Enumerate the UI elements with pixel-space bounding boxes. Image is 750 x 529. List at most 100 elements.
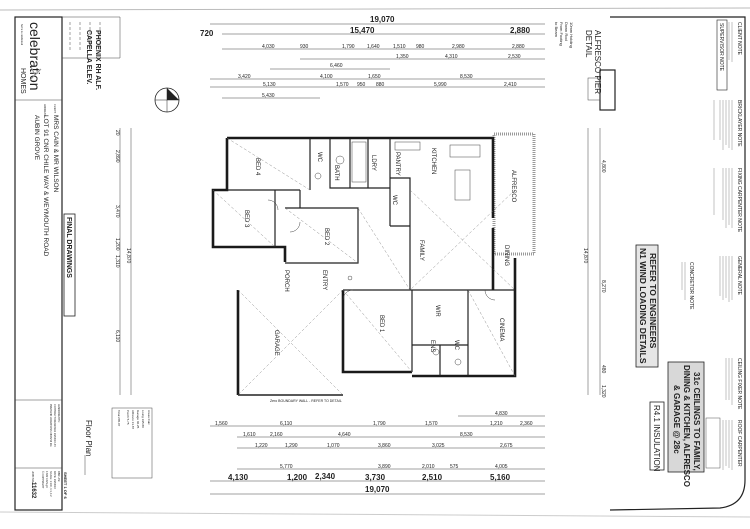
dim-label: 2,880: [512, 44, 525, 50]
dim-label: 5,130: [263, 82, 276, 88]
door-swing: [342, 289, 354, 301]
kitchen-bench: [449, 144, 481, 158]
insulation-label: R4.1 INSULATION: [652, 405, 661, 472]
bricklayer-note-heading: BRICKLAYER NOTE: [736, 100, 742, 147]
pier-detail-title: ALFRESCO PIER: [593, 30, 602, 94]
internal-walls: [227, 138, 515, 376]
dim-label: 6,460: [330, 63, 343, 69]
dim-label: 5,160: [490, 473, 511, 482]
room-family: FAMILY: [418, 240, 424, 261]
ensuite-toilet-icon: [454, 358, 462, 366]
top-left: 720: [200, 29, 214, 38]
notes-panel: CLIENT NOTE BRICKLAYER NOTE FIXING CARPE…: [554, 16, 746, 511]
dim-label: 8,270: [600, 280, 606, 293]
supervisor-note-box: [716, 19, 728, 91]
dim-label: 575: [450, 464, 459, 470]
logo: celebration: [27, 22, 43, 91]
dim-label: 14,870: [125, 248, 131, 264]
dim-label: 8,530: [460, 74, 473, 80]
amendment-1: CONTRACT DRAWINGS 23/04/13 JN: [53, 404, 56, 447]
dim-label: 1,570: [425, 421, 438, 427]
info-3: SCALE: 1:100, 1:1, 1:2: [49, 471, 52, 497]
pier-note: to Beam: [554, 22, 559, 38]
info-2: DATE: 23/04/13: [53, 471, 56, 489]
dim-label: 1,570: [336, 82, 349, 88]
dim-label: 880: [376, 82, 385, 88]
dim-label: 1,790: [373, 421, 386, 427]
fixtures: [267, 141, 496, 366]
dim-label: 1,560: [215, 421, 228, 427]
room-alfresco: ALFRESCO: [510, 170, 516, 203]
ceilings-box: [667, 361, 705, 473]
pier-note: From Footing: [559, 22, 564, 46]
read-in-conjunction-box: [705, 417, 721, 469]
dim-label: 4,130: [228, 473, 249, 482]
pier-note: Down Rod: [564, 22, 569, 41]
room-ens: ENS: [429, 340, 435, 352]
ensuite-basin-icon: [432, 348, 440, 356]
dim-label: 1,640: [367, 44, 380, 50]
dim-label: 2,360: [520, 421, 533, 427]
engineers-box-line2: N1 WIND LOADING DETAILS: [638, 248, 648, 364]
amendment-2: PREHAND VARIATIONS 08/05/13 RG: [49, 404, 52, 447]
dim-label: 6,110: [280, 421, 292, 427]
engineers-box: [635, 244, 659, 368]
amendments-title: AMENDMENTS:: [57, 404, 60, 423]
dim-label: 3,420: [238, 74, 251, 80]
room-bed3: BED 3: [243, 210, 249, 228]
dim-label: 2,890: [114, 150, 120, 163]
address-line2: AUBIN GROVE: [33, 115, 40, 161]
dim-label: 5,430: [262, 93, 275, 99]
dim-label: 3,730: [365, 473, 386, 482]
pier-note: 10mm Holding: [569, 22, 574, 48]
dim-label: 2,510: [422, 473, 443, 482]
bottom-dimensions: 4,830 1,560 6,110 1,790 1,570 1,210 2,36…: [210, 411, 545, 495]
info-1: DBR: AM: [57, 471, 60, 481]
title-block-border: [14, 16, 63, 511]
room-wc-ensuite: WC: [453, 340, 459, 351]
room-wc: WC: [316, 152, 322, 163]
room-bed1: BED 1: [378, 315, 384, 333]
notes-border: [609, 16, 746, 511]
dim-label: 1,790: [342, 44, 355, 50]
dim-label: 4,830: [495, 411, 508, 417]
job-no-label: JOB NO.: [31, 471, 35, 483]
dim-label: 930: [300, 44, 309, 50]
address-label: ADDRESS:: [43, 104, 46, 117]
logo-mark-icon: [29, 66, 42, 81]
room-bed2: BED 2: [323, 228, 329, 246]
dim-label: 5,990: [434, 82, 447, 88]
dim-label: 1,200: [287, 473, 308, 482]
room-kitchen: KITCHEN: [430, 148, 436, 174]
area-row: Total 265.07: [117, 410, 121, 427]
engineers-box-line1: REFER TO ENGINEERS: [648, 253, 658, 349]
area-row: Living 195.80: [141, 410, 145, 428]
logo-tagline: home is celebrated: [20, 24, 23, 46]
door-swing: [289, 221, 301, 233]
top-dimensions: 19,070 15,470 2,880 720 4,030 930 1,790 …: [200, 15, 545, 99]
dim-label: 8,530: [460, 432, 473, 438]
room-porch: PORCH: [283, 270, 289, 292]
dim-label: 3,890: [378, 464, 391, 470]
dim-label: 19,070: [365, 485, 390, 494]
basin-icon: [314, 172, 322, 180]
scan-edge-top: [0, 7, 750, 11]
dim-label: 1,610: [243, 432, 256, 438]
bathtub-icon: [351, 141, 367, 183]
ceilings-box-line1: 31c CEILINGS TO FAMILY,: [692, 372, 701, 471]
dim-label: 3,860: [378, 443, 391, 449]
status-label: FINAL DRAWINGS: [65, 217, 72, 278]
pantry-shelves: [394, 141, 421, 151]
right-dimensions: 4,800 8,270 480 1,320 14,870: [582, 128, 606, 398]
kitchen-island: [454, 169, 471, 201]
dim-label: 1,290: [285, 443, 298, 449]
area-row: Alfresco 13.87: [131, 410, 135, 430]
dim-label: 5,770: [280, 464, 293, 470]
pier-detail-subtitle: DETAIL: [584, 30, 593, 58]
dim-label: 950: [357, 82, 366, 88]
dim-label: 1,650: [368, 74, 381, 80]
dim-label: 980: [416, 44, 425, 50]
info-5: © COPYRIGHT: [41, 471, 44, 489]
room-ldry: LDRY: [370, 155, 376, 171]
client-note-heading: CLIENT NOTE: [736, 22, 742, 56]
